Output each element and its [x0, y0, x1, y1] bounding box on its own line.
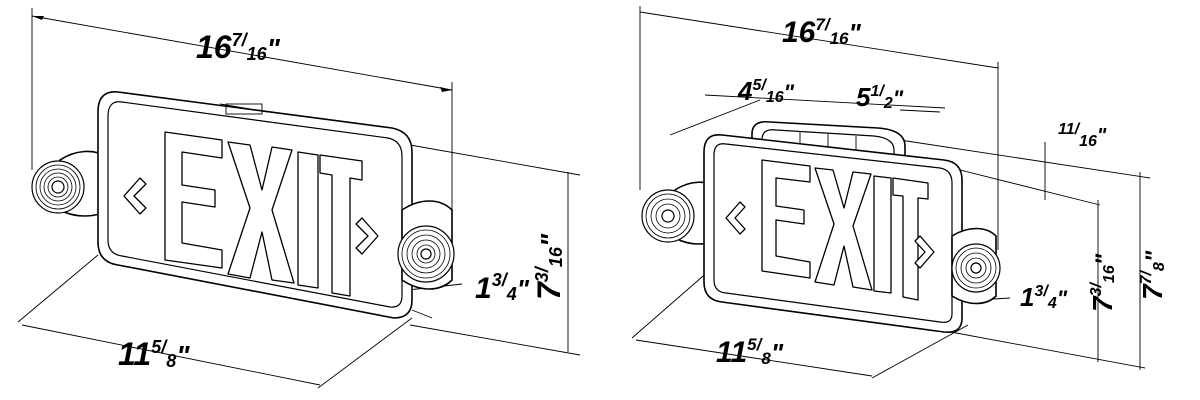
left-exit-lettering [164, 131, 363, 297]
left-dimension-lines [17, 8, 581, 389]
right-chevron-right-icon [914, 235, 935, 269]
right-lamp-head-right [951, 227, 1001, 305]
right-dimension-lines [631, 6, 1151, 379]
left-lamp-head-right [397, 200, 455, 290]
left-length-label: 115/8" [118, 336, 190, 372]
right-chevron-left-icon [725, 201, 746, 235]
left-view: 167/16" 115/8" 13/4" 73/16" [17, 8, 581, 389]
right-bracket-length-label: 51/2" [856, 82, 904, 112]
right-bracket-width-label: 45/16" [737, 76, 795, 106]
left-lamp-head-left [31, 150, 109, 217]
right-bracket-height-label: 11/16" [1058, 121, 1107, 150]
right-exit-lettering [761, 159, 929, 301]
left-chevron-left-icon [123, 177, 147, 215]
right-view: 167/16" 45/16" 51/2" 11/16" 115/8" 13/4"… [631, 6, 1168, 379]
left-chevron-right-icon [355, 217, 379, 255]
right-length-label: 115/8" [716, 335, 784, 369]
left-depth-label: 13/4" [475, 270, 530, 305]
right-total-height-label: 77/8" [1137, 250, 1168, 300]
left-width-label: 167/16" [196, 29, 281, 65]
right-height-label: 73/16" [1087, 253, 1118, 312]
left-height-label: 73/16" [531, 233, 567, 300]
right-depth-label: 13/4" [1020, 282, 1068, 312]
right-width-label: 167/16" [782, 15, 862, 49]
